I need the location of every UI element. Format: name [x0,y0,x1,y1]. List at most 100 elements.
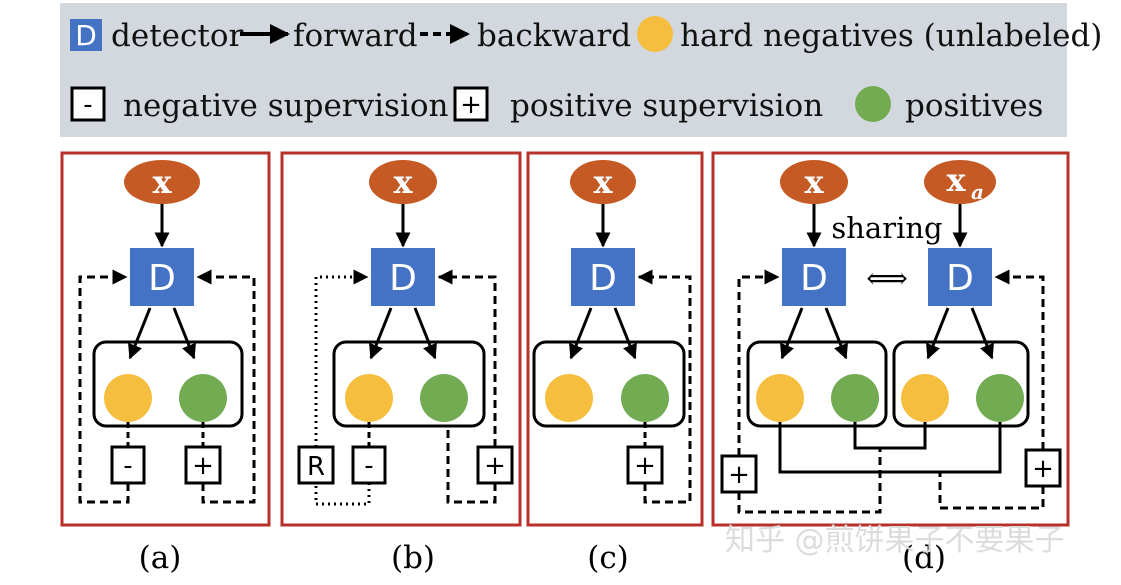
input-x-label: x [152,163,172,201]
regularizer-box [297,445,335,485]
legend-forward-label: forward [293,18,418,54]
legend-negative-supervision-label: negative supervision [123,88,449,124]
panel-d: x D x a D sharing ⟺ + + [711,151,1070,527]
forward-arrow-icon [369,307,393,360]
panel-d-label: (d) [902,540,946,576]
forward-arrow-icon [926,307,950,360]
augmented-input-subscript: a [971,180,984,204]
legend-background [60,3,1067,137]
positive-supervision-symbol: + [728,460,750,490]
positive-supervision-symbol: + [484,451,506,481]
detector-label: D [800,258,828,299]
regularizer-arrow-icon [314,269,369,447]
panel-b-label: (b) [391,540,435,576]
forward-arrow-icon [613,307,637,360]
detector-node [130,248,194,306]
panel-b-border [280,151,522,527]
forward-arrow-icon [128,307,152,360]
legend-positive-symbol: + [460,90,482,120]
panel-c: x D + [526,151,704,527]
input-x-label: x [804,163,824,201]
backward-path [737,448,882,514]
backward-arrow-icon [437,269,497,447]
prediction-group-box [92,340,244,428]
positive-supervision-box [184,445,222,485]
hard-negative-node [345,374,393,422]
detector-node [928,248,992,306]
input-x-node [570,160,636,204]
prediction-group-box [746,340,888,428]
forward-arrow-icon [569,307,593,360]
input-x-node [124,160,200,204]
negative-supervision-symbol: - [123,451,132,481]
legend-positive-swatch [855,86,891,122]
legend-detector-symbol: D [75,19,97,52]
sharing-label: sharing [831,211,942,245]
positive-node [621,374,669,422]
legend: D detector forward backward hard negativ… [60,3,1102,137]
hard-negative-node [545,374,593,422]
panel-a-label: (a) [139,540,182,576]
panel-a-border [60,151,271,527]
legend-negative-box [70,86,106,122]
positive-supervision-box [626,445,664,485]
augmented-input-node [924,160,996,204]
backward-arrow-icon [737,269,780,456]
negative-supervision-symbol: - [364,451,373,481]
detector-label: D [389,258,417,299]
positive-supervision-box [720,454,758,494]
detector-node [371,248,435,306]
legend-detector-swatch [70,19,102,51]
backward-arrow-icon [994,269,1045,450]
legend-negative-symbol: - [83,90,92,120]
positive-node [976,374,1024,422]
legend-detector-label: detector [111,18,243,54]
backward-arrow-icon [78,269,130,504]
panel-c-border [526,151,704,527]
panel-a: x D - + [60,151,271,527]
legend-hard-negative-swatch [637,16,673,52]
backward-arrow-icon [637,269,692,504]
negative-supervision-box [351,445,387,485]
consistency-link [778,422,1002,474]
hard-negative-node [901,374,949,422]
legend-hard-negatives-label: hard negatives (unlabeled) [680,18,1102,54]
regularizer-path [314,483,371,506]
input-x-label: x [593,163,613,201]
prediction-group-box [532,340,686,428]
detector-node [571,248,635,306]
input-x-label: x [393,163,413,201]
panel-b: x D R - + [280,151,522,527]
backward-path [446,426,497,504]
detector-label: D [589,258,617,299]
watermark: 知乎 @煎饼果子不要果子 [725,523,1065,558]
positive-node [831,374,879,422]
panel-d-border [711,151,1070,527]
backward-arrow-icon [196,269,256,504]
augmented-input-label: x [946,161,966,199]
hard-negative-node [104,374,152,422]
positive-node [179,374,227,422]
legend-positives-label: positives [905,88,1043,124]
sharing-double-arrow-icon: ⟺ [866,261,908,295]
legend-positive-supervision-label: positive supervision [510,88,823,124]
forward-arrow-icon [970,307,994,360]
detector-node [782,248,846,306]
positive-supervision-symbol: + [192,451,214,481]
regularizer-symbol: R [307,452,325,482]
legend-positive-box [453,86,489,122]
panel-c-label: (c) [587,540,629,576]
hard-negative-node [756,374,804,422]
consistency-link [853,422,927,450]
positive-node [420,374,468,422]
forward-arrow-icon [780,307,804,360]
detector-label: D [148,258,176,299]
positive-supervision-symbol: + [1032,454,1054,484]
forward-arrow-icon [172,307,196,360]
prediction-group-box [892,340,1030,428]
legend-backward-label: backward [477,18,631,54]
prediction-group-box [332,340,486,428]
forward-arrow-icon [824,307,848,360]
